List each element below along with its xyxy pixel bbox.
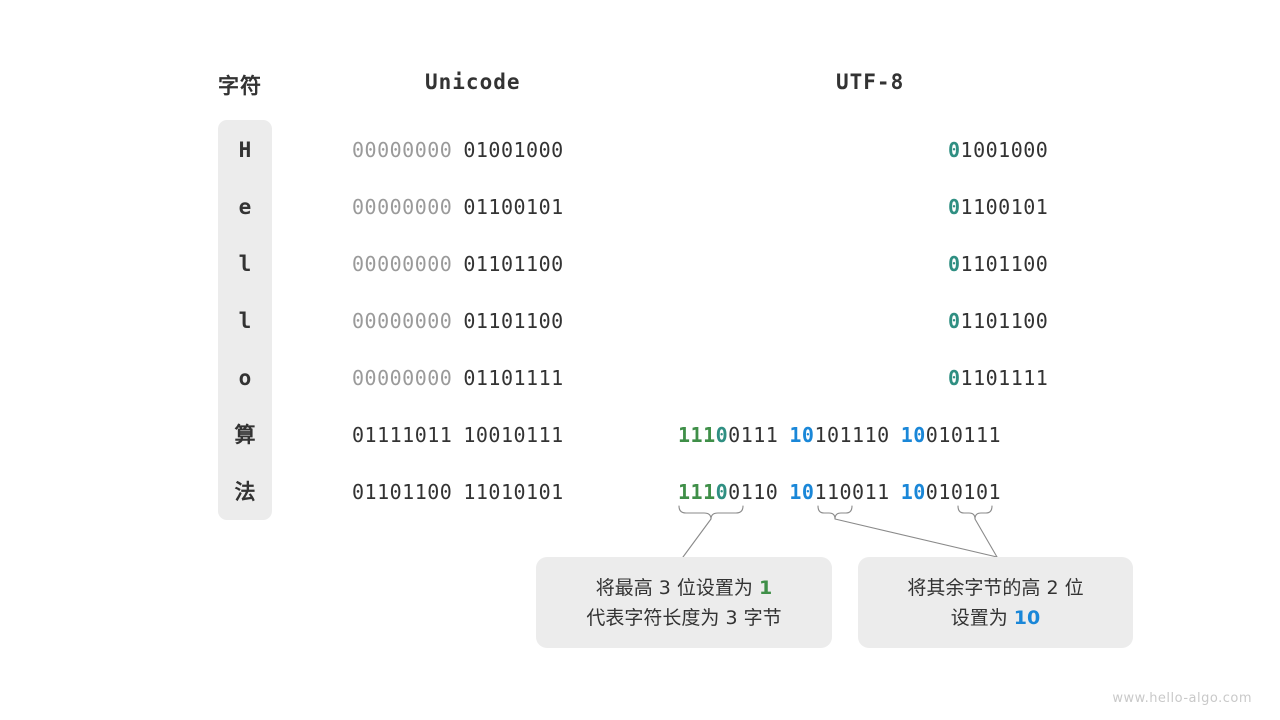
unicode-low-byte: 01101100 <box>463 309 564 333</box>
leader-line-length-prefix <box>682 518 712 558</box>
leader-line-continuation-byte-2 <box>834 518 998 558</box>
utf8-value: 01101100 <box>948 236 1048 293</box>
utf8-payload-bits: 1101100 <box>960 252 1049 276</box>
utf8-value: 01101100 <box>948 293 1048 350</box>
unicode-low-byte: 01001000 <box>463 138 564 162</box>
utf8-value: 01101111 <box>948 350 1048 407</box>
utf8-continuation-prefix-bits: 10 <box>900 423 926 447</box>
unicode-high-byte: 00000000 <box>352 138 453 162</box>
character-cell: l <box>238 252 252 276</box>
leader-line-continuation-byte-3 <box>974 518 998 558</box>
unicode-high-byte: 00000000 <box>352 252 453 276</box>
unicode-value: 00000000 01001000 <box>352 122 564 179</box>
character-cell: 法 <box>234 480 256 504</box>
utf8-length-prefix-bits: 111 <box>678 423 716 447</box>
unicode-high-byte: 00000000 <box>352 366 453 390</box>
unicode-high-byte: 00000000 <box>352 195 453 219</box>
character-column-pill <box>218 120 272 520</box>
callout-left-highlight: 1 <box>758 576 773 599</box>
unicode-high-byte: 01101100 <box>352 480 453 504</box>
callout-right-line-2: 设置为 10 <box>951 603 1041 633</box>
utf8-continuation-prefix-bits: 10 <box>789 480 815 504</box>
character-cell: 算 <box>234 423 256 447</box>
unicode-low-byte: 01100101 <box>463 195 564 219</box>
unicode-value: 00000000 01101111 <box>352 350 564 407</box>
utf8-payload-bits: 0110 <box>728 480 779 504</box>
callout-left-line-2: 代表字符长度为 3 字节 <box>586 606 782 629</box>
unicode-value: 00000000 01101100 <box>352 236 564 293</box>
callout-right-line-1: 将其余字节的高 2 位 <box>907 576 1084 599</box>
utf8-value: 01100101 <box>948 179 1048 236</box>
utf8-payload-bits: 010101 <box>925 480 1002 504</box>
watermark: www.hello-algo.com <box>1112 691 1252 706</box>
utf8-payload-bits: 101110 <box>814 423 890 447</box>
unicode-low-byte: 11010101 <box>463 480 564 504</box>
column-header-utf8: UTF-8 <box>836 70 905 94</box>
unicode-low-byte: 01101111 <box>463 366 564 390</box>
unicode-high-byte: 00000000 <box>352 309 453 333</box>
utf8-payload-bits: 110011 <box>814 480 890 504</box>
callout-left-line-1: 将最高 3 位设置为 1 <box>596 573 772 603</box>
utf8-payload-bits: 1101100 <box>960 309 1049 333</box>
character-cell: H <box>238 138 252 162</box>
character-cell: l <box>238 309 252 333</box>
utf8-lead-bit: 0 <box>948 366 961 390</box>
column-header-unicode: Unicode <box>425 70 521 94</box>
utf8-prefix-terminator-bit: 0 <box>715 423 729 447</box>
utf8-value: 01001000 <box>948 122 1048 179</box>
utf8-lead-bit: 0 <box>948 309 961 333</box>
unicode-low-byte: 01101100 <box>463 252 564 276</box>
utf8-lead-bit: 0 <box>948 252 961 276</box>
unicode-value: 01111011 10010111 <box>352 407 564 464</box>
character-cell: e <box>238 195 252 219</box>
utf8-continuation-prefix-bits: 10 <box>900 480 926 504</box>
callout-continuation-prefix: 将其余字节的高 2 位 设置为 10 <box>858 557 1133 648</box>
column-header-character: 字符 <box>218 74 262 98</box>
unicode-high-byte: 01111011 <box>352 423 453 447</box>
utf8-lead-bit: 0 <box>948 138 961 162</box>
utf8-lead-bit: 0 <box>948 195 961 219</box>
unicode-value: 00000000 01100101 <box>352 179 564 236</box>
character-cell: o <box>238 366 252 390</box>
callout-left-text-a: 将最高 3 位设置为 <box>595 576 759 599</box>
utf8-payload-bits: 0111 <box>728 423 779 447</box>
callout-right-highlight: 10 <box>1013 606 1041 629</box>
utf8-payload-bits: 1001000 <box>960 138 1049 162</box>
utf8-payload-bits: 1100101 <box>960 195 1049 219</box>
utf8-payload-bits: 010111 <box>925 423 1002 447</box>
utf8-payload-bits: 1101111 <box>960 366 1049 390</box>
callout-right-text-a: 设置为 <box>950 606 1014 629</box>
unicode-low-byte: 10010111 <box>463 423 564 447</box>
unicode-value: 00000000 01101100 <box>352 293 564 350</box>
utf8-length-prefix-bits: 111 <box>678 480 716 504</box>
callout-length-prefix: 将最高 3 位设置为 1 代表字符长度为 3 字节 <box>536 557 832 648</box>
utf8-prefix-terminator-bit: 0 <box>715 480 729 504</box>
utf8-continuation-prefix-bits: 10 <box>789 423 815 447</box>
unicode-value: 01101100 11010101 <box>352 464 564 521</box>
